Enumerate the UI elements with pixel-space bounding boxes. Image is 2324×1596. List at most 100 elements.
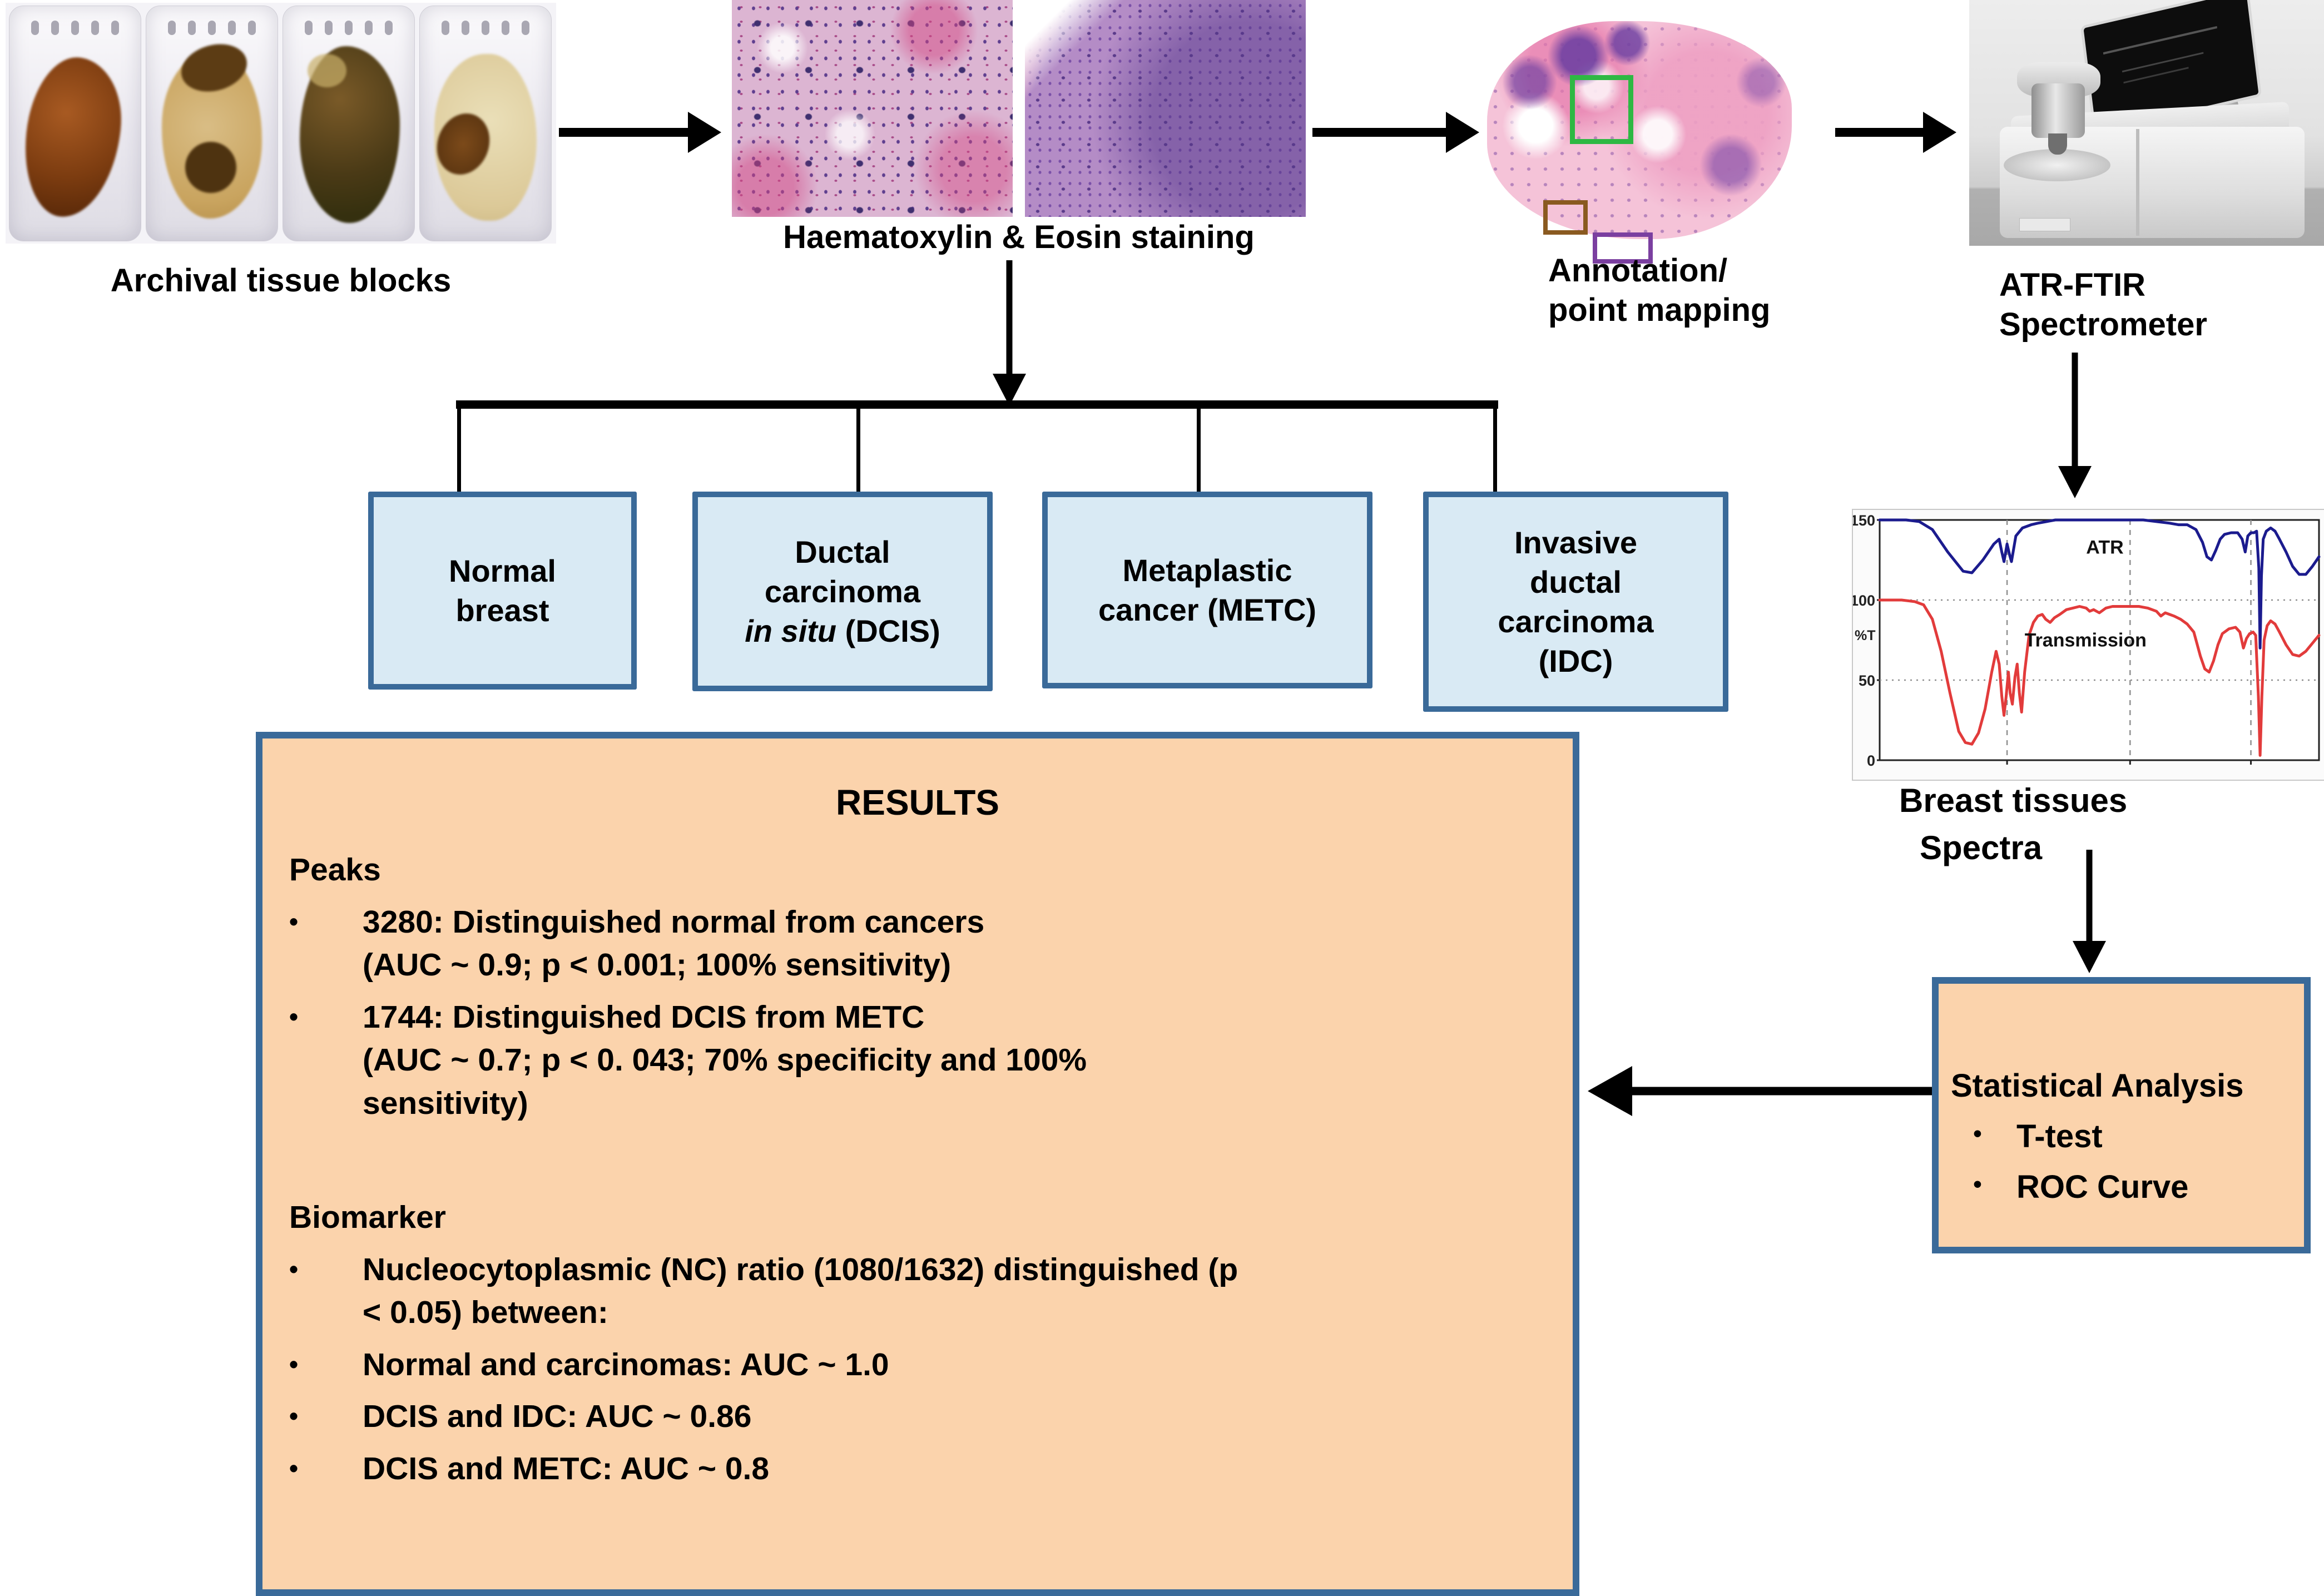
arrow-left-icon xyxy=(1588,1066,1932,1116)
results-bullet-item: •Normal and carcinomas: AUC ~ 1.0 xyxy=(289,1344,1550,1387)
transmission-series-label: Transmission xyxy=(2025,630,2147,651)
arrow-right-icon xyxy=(559,111,721,153)
results-panel: RESULTS Peaks • 3280: Distinguished normal… xyxy=(256,732,1579,1596)
cassette-slots xyxy=(31,21,119,35)
bullet-icon: • xyxy=(1973,1120,1982,1147)
category-box-line: (IDC) xyxy=(1538,643,1613,679)
tree-connector-stub xyxy=(1493,409,1497,493)
cassette-slots xyxy=(442,21,529,35)
results-section-heading: Peaks xyxy=(289,852,381,888)
archival-blocks-label: Archival tissue blocks xyxy=(110,262,452,299)
atr-press-tip xyxy=(2048,133,2067,155)
results-section-heading: Biomarker xyxy=(289,1200,446,1236)
results-bullet-item: • 3280: Distinguished normal from cancers… xyxy=(289,901,1550,987)
results-bullet-item: • 1744: Distinguished DCIS from METC(AUC … xyxy=(289,996,1550,1126)
y-tick-label: 150 xyxy=(1853,512,1875,529)
tissue-cassette xyxy=(419,6,552,241)
stat-bullet-text: T-test xyxy=(2016,1118,2103,1154)
tissue-section xyxy=(1487,21,1792,239)
category-box-line: breast xyxy=(455,593,549,628)
bullet-icon: • xyxy=(289,1254,299,1283)
statistical-analysis-panel: Statistical Analysis • T-test • ROC Curve xyxy=(1932,977,2311,1253)
y-tick-label: 50 xyxy=(1859,672,1875,689)
category-box-normal-breast: Normal breast xyxy=(368,492,637,690)
category-box-idc: Invasive ductal carcinoma (IDC) xyxy=(1423,492,1728,712)
category-box-line: cancer (METC) xyxy=(1098,592,1317,627)
results-bullet-item: •Nucleocytoplasmic (NC) ratio (1080/1632… xyxy=(289,1248,1550,1335)
bullet-icon: • xyxy=(1973,1171,1982,1198)
spectrometer-label-line2: Spectrometer xyxy=(1999,306,2207,343)
bullet-icon: • xyxy=(289,1349,299,1379)
y-tick-label: 100 xyxy=(1853,592,1875,609)
category-box-line: Ductal xyxy=(795,534,890,569)
tissue-cassette xyxy=(9,6,141,241)
he-staining-label: Haematoxylin & Eosin staining xyxy=(783,219,1255,255)
cassette-slots xyxy=(168,21,256,35)
cassette-slots xyxy=(305,21,393,35)
he-micrograph-2 xyxy=(1025,0,1306,217)
spectra-caption-line2: Spectra xyxy=(1920,829,2043,866)
bullet-icon: • xyxy=(289,1453,299,1483)
tree-connector-stub xyxy=(457,409,461,493)
tissue-sample-light-area xyxy=(308,54,346,87)
bullet-icon: • xyxy=(289,1002,299,1031)
results-bullet-text: DCIS and IDC: AUC ~ 0.86 xyxy=(363,1399,752,1435)
stat-bullet-item: • T-test xyxy=(1939,1118,2304,1155)
arrow-right-icon xyxy=(1312,111,1479,153)
arrow-down-icon xyxy=(2073,850,2106,973)
stat-bullet-text: ROC Curve xyxy=(2016,1169,2189,1205)
results-bullet-text: 3280: Distinguished normal from cancers(… xyxy=(363,904,985,983)
tissue-cassette xyxy=(283,6,415,241)
results-title: RESULTS xyxy=(836,782,999,822)
atr-series-label: ATR xyxy=(2086,537,2123,558)
archival-tissue-blocks-photo xyxy=(6,3,556,244)
annotated-slide-image xyxy=(1483,11,1833,264)
tissue-cassette xyxy=(146,6,278,241)
y-axis-label: %T xyxy=(1855,628,1876,643)
arrow-down-icon xyxy=(993,260,1026,406)
results-bullet-item: • DCIS and METC: AUC ~ 0.8 xyxy=(289,1448,1550,1491)
annotation-rect-purple xyxy=(1593,232,1653,264)
category-box-line: in situ (DCIS) xyxy=(745,613,940,649)
statistical-analysis-title: Statistical Analysis xyxy=(1951,1068,2244,1104)
spectra-caption-line1: Breast tissues xyxy=(1899,782,2128,819)
spectra-chart-svg: 150 100 50 0 %T ATR Transmission xyxy=(1850,512,2321,769)
tree-connector-stub xyxy=(1197,409,1201,493)
bullet-icon: • xyxy=(289,906,299,936)
statistical-analysis-bullets: • T-test • ROC Curve xyxy=(1939,1118,2304,1206)
atr-curve xyxy=(1878,518,2321,650)
tree-connector-bar xyxy=(456,400,1498,409)
spectrometer-label: ATR-FTIR Spectrometer xyxy=(1999,266,2207,345)
category-box-line: ductal xyxy=(1530,564,1622,599)
annotation-label: Annotation/ point mapping xyxy=(1548,251,1771,330)
category-box-line: carcinoma xyxy=(764,573,921,609)
annotation-label-line2: point mapping xyxy=(1548,291,1771,328)
spectrometer-label-line1: ATR-FTIR xyxy=(1999,267,2146,303)
transmission-curve xyxy=(1878,598,2321,757)
results-content: Peaks • 3280: Distinguished normal from ca… xyxy=(289,849,1550,1490)
atr-ftir-spectrometer-photo xyxy=(1969,0,2324,246)
category-box-line: Normal xyxy=(449,553,556,588)
arrow-right-icon xyxy=(1835,111,1956,153)
he-staining-micrographs xyxy=(732,0,1306,217)
tissue-sample xyxy=(18,53,128,222)
results-bullet-text: DCIS and METC: AUC ~ 0.8 xyxy=(363,1450,770,1486)
annotation-label-line1: Annotation/ xyxy=(1548,252,1728,289)
category-box-line: Metaplastic xyxy=(1122,552,1292,588)
results-bullet-item: •DCIS and IDC: AUC ~ 0.86 xyxy=(289,1395,1550,1439)
category-box-dcis: Ductal carcinoma in situ (DCIS) xyxy=(692,492,993,691)
stat-bullet-item: • ROC Curve xyxy=(1939,1168,2304,1206)
spectrometer-badge xyxy=(2019,218,2070,231)
category-box-line: carcinoma xyxy=(1498,604,1654,639)
spectrometer-seam xyxy=(2136,129,2139,236)
he-micrograph-1 xyxy=(732,0,1013,217)
tissue-sample-dark-area xyxy=(185,142,236,193)
atr-press-tower xyxy=(2031,83,2085,138)
category-box-metc: Metaplastic cancer (METC) xyxy=(1042,492,1372,688)
category-box-line: Invasive xyxy=(1514,524,1638,560)
arrow-down-icon xyxy=(2058,353,2092,498)
results-bullet-text: 1744: Distinguished DCIS from METC(AUC ~… xyxy=(363,999,1087,1121)
annotation-rect-green xyxy=(1570,75,1633,144)
y-tick-label: 0 xyxy=(1867,752,1875,769)
